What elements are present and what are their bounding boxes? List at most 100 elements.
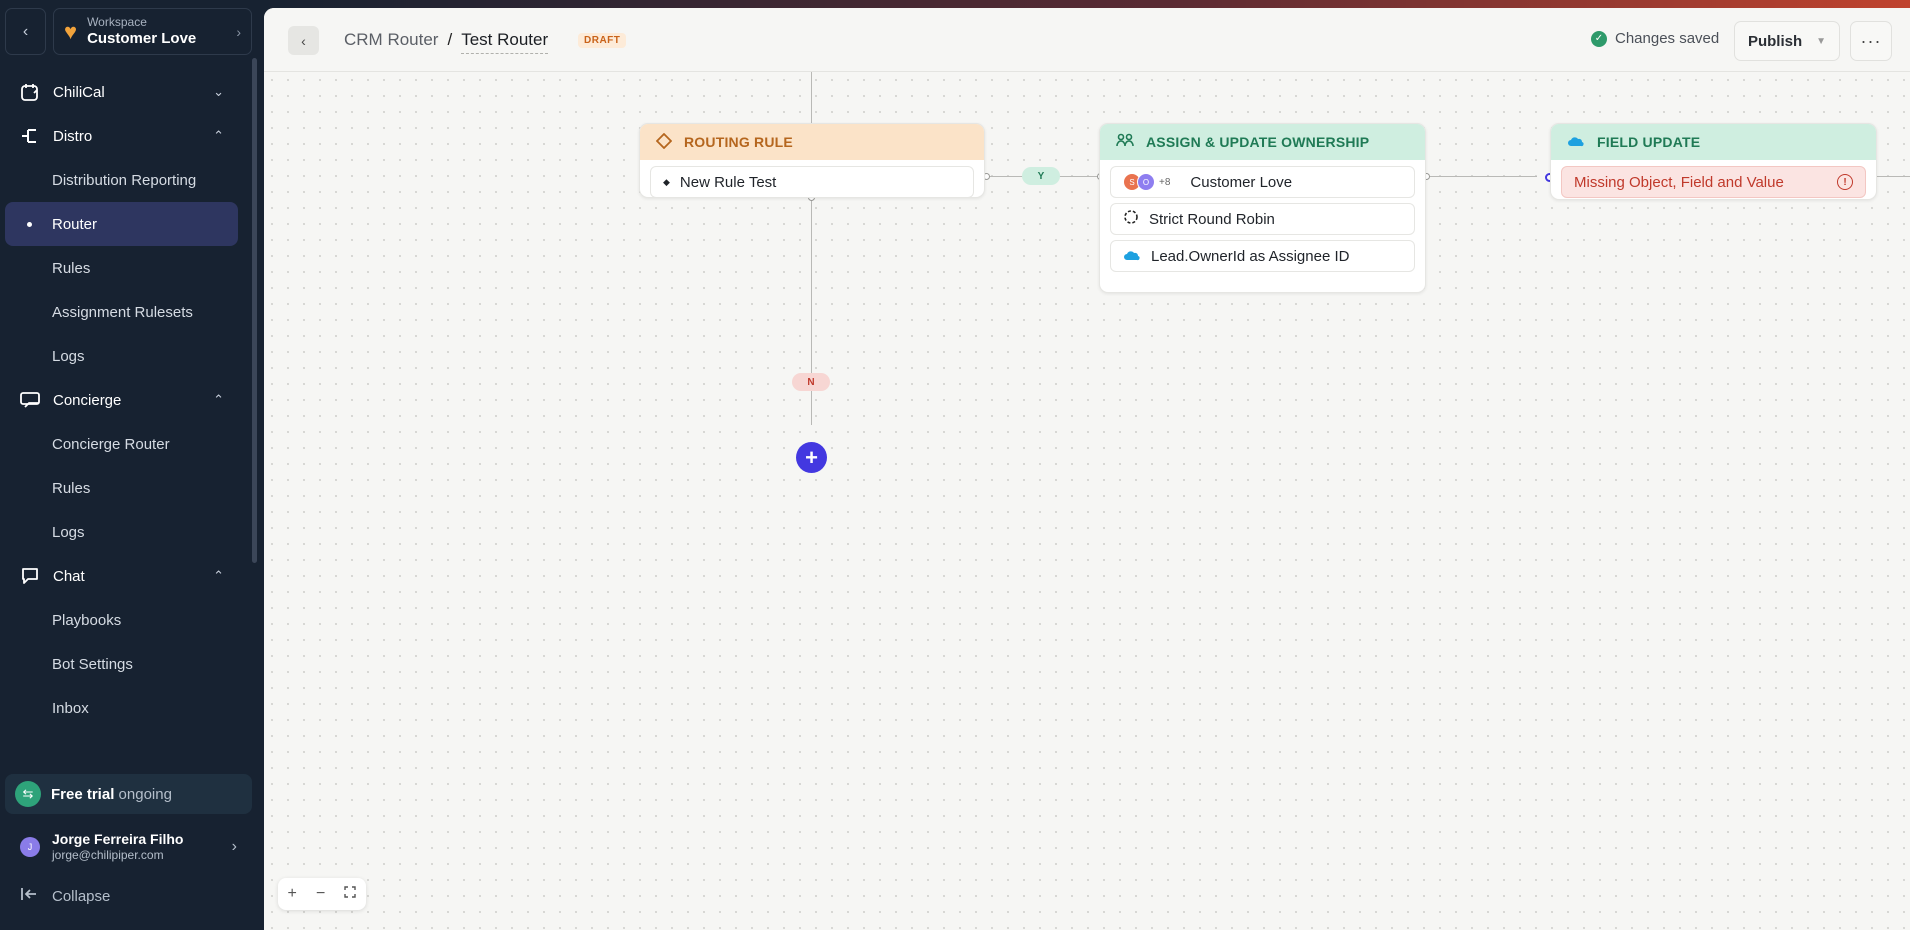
sidebar-scrollbar[interactable]: [252, 58, 257, 563]
nav-item-distribution-reporting[interactable]: Distribution Reporting: [52, 171, 197, 189]
field-update-node[interactable]: FIELD UPDATE Missing Object, Field and V…: [1550, 123, 1877, 200]
assignee-row[interactable]: Lead.OwnerId as Assignee ID: [1110, 240, 1415, 272]
sidebar-nav: ChiliCal ⌄ Distro ⌃ Distribution Reporti…: [5, 70, 238, 730]
chevron-left-icon: ‹: [301, 32, 306, 49]
more-options-button[interactable]: ···: [1850, 21, 1892, 61]
nav-item-inbox[interactable]: Inbox: [52, 699, 89, 717]
node-header: ASSIGN & UPDATE OWNERSHIP: [1100, 124, 1425, 160]
connector-line: [811, 391, 812, 425]
avatar-group: S O +8: [1123, 173, 1180, 191]
top-bar: ‹ CRM Router / Test Router DRAFT ✓ Chang…: [264, 8, 1910, 72]
avatar: O: [1137, 173, 1155, 191]
assign-team-row[interactable]: S O +8 Customer Love: [1110, 166, 1415, 198]
chevron-right-icon: ›: [236, 23, 241, 40]
workspace-name: Customer Love: [87, 29, 197, 47]
user-menu[interactable]: J Jorge Ferreira Filho jorge@chilipiper.…: [5, 822, 252, 872]
round-robin-icon: [1123, 209, 1139, 229]
nav-group-label: Distro: [53, 127, 93, 145]
workspace-switcher[interactable]: ♥ Workspace Customer Love ›: [53, 8, 252, 55]
nav-group-chilical[interactable]: ChiliCal ⌄: [5, 70, 238, 114]
brand-gradient-bar: [264, 0, 1910, 8]
nav-item-concierge-rules[interactable]: Rules: [52, 479, 91, 497]
trial-status-strong: Free trial: [51, 785, 115, 803]
chat-icon: [19, 565, 41, 587]
caret-down-icon: ▼: [1816, 35, 1827, 47]
diamond-icon: [655, 132, 673, 152]
gift-icon: ⇆: [15, 781, 41, 807]
zoom-controls: + −: [278, 878, 366, 910]
field-update-error[interactable]: Missing Object, Field and Value !: [1561, 166, 1866, 198]
connector-line: [1427, 176, 1537, 177]
distro-icon: [19, 125, 41, 147]
routing-rule-node[interactable]: ROUTING RULE ◆ New Rule Test: [639, 123, 985, 198]
salesforce-cloud-icon: [1123, 248, 1141, 265]
connector-line: [811, 72, 812, 131]
chevron-left-icon: ‹: [22, 22, 29, 40]
breadcrumb-separator: /: [447, 30, 453, 49]
breadcrumb: CRM Router / Test Router: [344, 30, 549, 54]
router-name[interactable]: Test Router: [461, 30, 549, 54]
extra-members-count: +8: [1159, 176, 1171, 188]
chevron-up-icon: ⌃: [213, 128, 224, 143]
workspace-label: Workspace: [87, 15, 147, 30]
user-name: Jorge Ferreira Filho: [52, 830, 184, 847]
nav-group-distro[interactable]: Distro ⌃: [5, 114, 238, 158]
nav-group-label: ChiliCal: [53, 83, 105, 101]
no-branch-label: N: [792, 373, 830, 391]
sidebar: ‹ ♥ Workspace Customer Love › ChiliCal ⌄…: [0, 0, 264, 930]
salesforce-cloud-icon: [1567, 134, 1585, 150]
nav-item-bot-settings[interactable]: Bot Settings: [52, 655, 133, 673]
assign-ownership-node[interactable]: ASSIGN & UPDATE OWNERSHIP S O +8 Custome…: [1099, 123, 1426, 293]
plus-icon: +: [805, 444, 818, 470]
rule-row[interactable]: ◆ New Rule Test: [650, 166, 974, 197]
collapse-label: Collapse: [52, 887, 111, 905]
save-status: ✓ Changes saved: [1591, 30, 1719, 47]
distribution-row[interactable]: Strict Round Robin: [1110, 203, 1415, 235]
assignee-field: Lead.OwnerId as Assignee ID: [1151, 247, 1350, 265]
fit-view-icon[interactable]: [344, 885, 357, 903]
rule-diamond-icon: ◆: [663, 176, 670, 187]
zoom-out-icon[interactable]: −: [315, 885, 326, 902]
ellipsis-icon: ···: [1860, 30, 1882, 51]
publish-button[interactable]: Publish ▼: [1734, 21, 1840, 61]
nav-group-label: Concierge: [53, 391, 122, 409]
node-title: FIELD UPDATE: [1597, 134, 1701, 150]
nav-item-logs[interactable]: Logs: [52, 347, 85, 365]
zoom-in-icon[interactable]: +: [287, 885, 297, 902]
chevron-up-icon: ⌃: [213, 568, 224, 583]
nav-group-concierge[interactable]: Concierge ⌃: [5, 378, 238, 422]
breadcrumb-parent[interactable]: CRM Router: [344, 30, 439, 49]
avatar: J: [20, 837, 40, 857]
nav-item-concierge-logs[interactable]: Logs: [52, 523, 85, 541]
nav-group-label: Chat: [53, 567, 85, 585]
calendar-icon: [19, 81, 41, 103]
node-title: ROUTING RULE: [684, 134, 793, 150]
save-status-text: Changes saved: [1615, 30, 1720, 47]
publish-label: Publish: [1747, 32, 1803, 50]
check-circle-icon: ✓: [1591, 30, 1607, 47]
concierge-icon: [19, 389, 41, 411]
team-name: Customer Love: [1190, 173, 1293, 191]
router-canvas[interactable]: ‹ CRM Router / Test Router DRAFT ✓ Chang…: [264, 8, 1910, 930]
sidebar-top: ‹ ♥ Workspace Customer Love ›: [5, 8, 252, 55]
rule-name: New Rule Test: [679, 173, 777, 191]
nav-item-rules[interactable]: Rules: [52, 259, 91, 277]
distribution-method: Strict Round Robin: [1149, 210, 1275, 228]
error-message: Missing Object, Field and Value: [1574, 173, 1784, 191]
chevron-down-icon: ⌄: [213, 84, 224, 99]
nav-item-concierge-router[interactable]: Concierge Router: [52, 435, 170, 453]
nav-group-chat[interactable]: Chat ⌃: [5, 554, 238, 598]
nav-item-router[interactable]: Router: [5, 202, 238, 246]
free-trial-banner[interactable]: ⇆ Free trial ongoing: [5, 774, 252, 814]
connector-line: [811, 198, 812, 374]
heart-icon: ♥: [64, 18, 78, 44]
alert-circle-icon: !: [1837, 174, 1853, 190]
node-header: FIELD UPDATE: [1551, 124, 1876, 160]
add-step-button[interactable]: +: [796, 442, 827, 473]
collapse-button[interactable]: Collapse: [20, 886, 110, 906]
collapse-icon: [20, 886, 38, 906]
back-button[interactable]: ‹: [288, 26, 319, 55]
nav-item-assignment-rulesets[interactable]: Assignment Rulesets: [52, 303, 193, 321]
nav-item-playbooks[interactable]: Playbooks: [52, 611, 122, 629]
sidebar-back-button[interactable]: ‹: [5, 8, 46, 55]
